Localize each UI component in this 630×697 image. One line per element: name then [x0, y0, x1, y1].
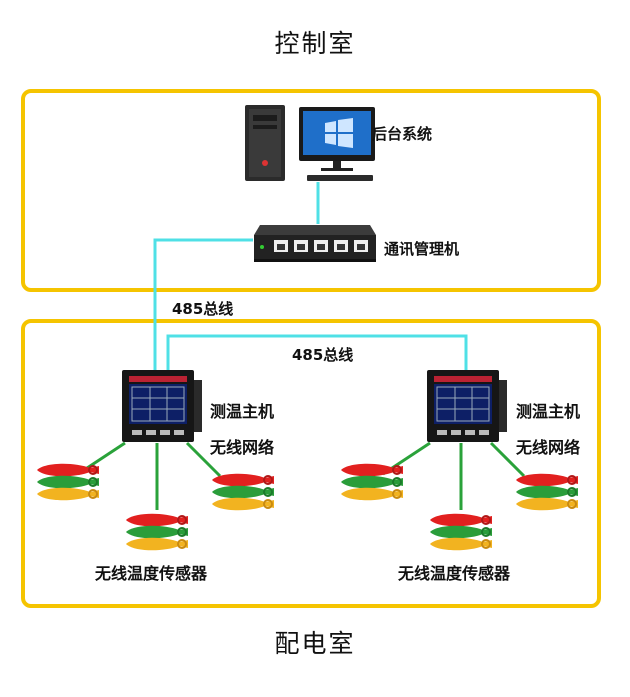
- clamp-sensor-icon: [515, 472, 579, 512]
- temperature-host-icon: [427, 370, 507, 442]
- clamp-sensor-icon: [211, 472, 275, 512]
- host1-name-label: 测温主机: [210, 402, 275, 421]
- power-room-zone: [21, 319, 601, 608]
- bus-line-lower: [166, 334, 468, 370]
- clamp-sensor-icon: [429, 512, 493, 552]
- bus-label-upper: 485总线: [172, 300, 234, 318]
- host1-network-label: 无线网络: [210, 438, 275, 457]
- bus-line-upper: [153, 238, 253, 370]
- power-room-title: 配电室: [274, 629, 356, 658]
- clamp-sensor-icon: [125, 512, 189, 552]
- host2-network-label: 无线网络: [516, 438, 581, 457]
- clamp-sensor-icon: [36, 462, 100, 502]
- temperature-host-icon: [122, 370, 202, 442]
- control-room-title: 控制室: [274, 29, 356, 58]
- desktop-pc-icon: [245, 105, 375, 181]
- wireless-link: [185, 441, 222, 478]
- sensors2-label: 无线温度传感器: [398, 564, 511, 583]
- backend-system-label: 后台系统: [372, 125, 433, 143]
- bus-label-lower: 485总线: [292, 346, 354, 364]
- network-switch-icon: [254, 225, 376, 262]
- clamp-sensor-icon: [340, 462, 404, 502]
- comm-manager-label: 通讯管理机: [384, 240, 460, 258]
- sensors1-label: 无线温度传感器: [95, 564, 208, 583]
- host2-name-label: 测温主机: [516, 402, 581, 421]
- wireless-link: [489, 441, 526, 478]
